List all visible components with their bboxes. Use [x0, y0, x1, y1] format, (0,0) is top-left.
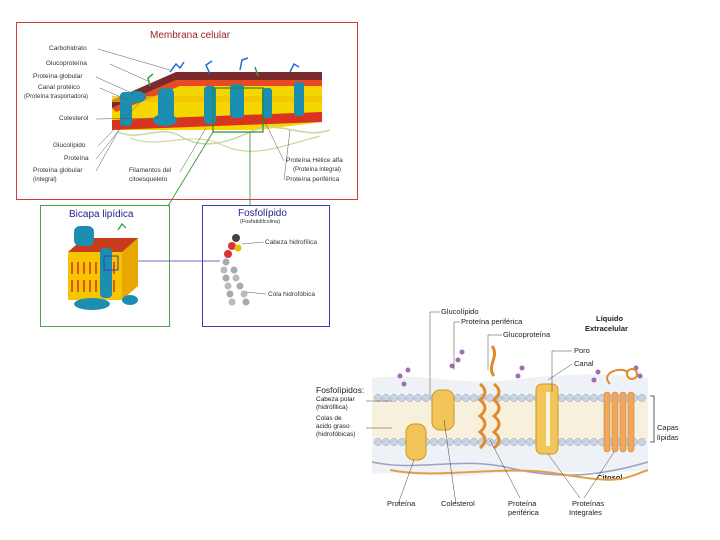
phospholipid-head-top — [390, 394, 398, 402]
label-integrales: Integrales — [569, 508, 602, 517]
top-leader-lines — [95, 48, 291, 181]
phospholipid-head-top — [422, 394, 430, 402]
phospholipid-head-top — [638, 394, 646, 402]
label-canal: Canal — [574, 359, 594, 368]
phospholipid-head-bottom — [510, 438, 518, 446]
label-fosfolipidos: Fosfolípidos: — [316, 385, 365, 395]
connector-green — [167, 131, 214, 207]
label-cola-hidrofobica: Cola hidrofóbica — [268, 291, 315, 298]
phospholipid-head-top — [558, 394, 566, 402]
label-integral: (integral) — [33, 177, 57, 183]
phospholipid-head-bottom — [462, 438, 470, 446]
phospholipid-head-top — [470, 394, 478, 402]
label-proteina-periferica: Proteína periférica — [286, 176, 340, 183]
label-glucolipido: Glucolípido — [53, 142, 86, 149]
phospholipid-panel — [202, 205, 330, 327]
label-capas: Capas — [657, 423, 679, 432]
phospholipid-head-top — [510, 394, 518, 402]
membrane-title: Membrana celular — [150, 30, 231, 41]
phospholipid-head-top — [566, 394, 574, 402]
phospholipid-head-bottom — [638, 438, 646, 446]
phospholipid-head-bottom — [558, 438, 566, 446]
phospholipid-head-bottom — [446, 438, 454, 446]
label-liquido: Líquido — [596, 314, 624, 323]
label-poro: Poro — [574, 346, 590, 355]
label-proteina-globular: Proteína globular — [33, 73, 83, 80]
label-canal-proteico: Canal protéico — [38, 84, 80, 91]
label-proteina: Proteína — [64, 155, 89, 162]
label-proteina-trasportadora: (Proteína trasportadora) — [24, 94, 89, 100]
phospholipid-title: Fosfolípido — [238, 208, 287, 219]
phospholipid-head-top — [526, 394, 534, 402]
phospholipid-head-bottom — [398, 438, 406, 446]
label-acido-graso: acido graso — [316, 423, 350, 430]
label-proteina-globular-integral: Proteína globular — [33, 167, 83, 174]
phospholipid-head-top — [462, 394, 470, 402]
label-carbohidrato: Carbohidrato — [49, 45, 87, 52]
label-lipidas: lípidas — [657, 433, 679, 442]
label-proteina-periferica-2: Proteína — [508, 499, 537, 508]
label-proteina-integral: (Proteína integral) — [293, 167, 342, 173]
bilayer-panel — [40, 205, 170, 327]
phospholipid-head-bottom — [502, 438, 510, 446]
phospholipid-head-bottom — [374, 438, 382, 446]
phospholipid-head-top — [374, 394, 382, 402]
label-periferica: periférica — [508, 508, 539, 517]
bilayer-title: Bicapa lipídica — [69, 209, 134, 220]
phospholipid-head-bottom — [430, 438, 438, 446]
phospholipid-head-bottom — [526, 438, 534, 446]
label-cabeza-hidrofilica: Cabeza hidrofílica — [265, 239, 318, 246]
label-citoesqueleto: citoesqueleto — [129, 176, 168, 183]
phospholipid-subtitle: (Fosfatidilcolina) — [240, 219, 281, 225]
phospholipid-head-top — [382, 394, 390, 402]
phospholipid-head-bottom — [390, 438, 398, 446]
phospholipid-head-top — [518, 394, 526, 402]
bilayer-cube-illustration — [68, 223, 138, 310]
label-cabeza-polar: Cabeza polar — [316, 396, 355, 403]
label-proteinas: Proteínas — [572, 499, 605, 508]
label-colas-de: Colas de — [316, 415, 342, 422]
label-colesterol-bottom: Colesterol — [441, 499, 475, 508]
phospholipid-head-bottom — [590, 438, 598, 446]
phospholipid-head-bottom — [382, 438, 390, 446]
phospholipid-head-bottom — [518, 438, 526, 446]
phospholipid-molecule-illustration — [220, 234, 267, 306]
membrane-cross-section-illustration — [371, 345, 655, 481]
membrane-slab-illustration — [112, 57, 331, 152]
phospholipid-head-top — [486, 394, 494, 402]
phospholipid-head-bottom — [566, 438, 574, 446]
phospholipid-head-bottom — [574, 438, 582, 446]
label-citosol: Citosol — [597, 473, 623, 482]
label-colesterol: Colesterol — [59, 115, 89, 122]
phospholipid-head-top — [582, 394, 590, 402]
label-glucoproteina: Glucoproteína — [46, 60, 87, 67]
label-glucoproteina-bottom: Glucoproteína — [503, 330, 551, 339]
phospholipid-head-bottom — [454, 438, 462, 446]
phospholipid-head-top — [502, 394, 510, 402]
phospholipid-head-top — [414, 394, 422, 402]
phospholipid-head-bottom — [438, 438, 446, 446]
label-hidrofilica: (hidrófilica) — [316, 404, 348, 411]
label-helice-alfa: Proteína Hélice alfa — [286, 157, 343, 164]
phospholipid-head-top — [590, 394, 598, 402]
label-glucolipido-bottom: Glucolípido — [441, 307, 479, 316]
phospholipid-head-top — [398, 394, 406, 402]
phospholipid-head-top — [406, 394, 414, 402]
membrane-diagram-panel — [16, 22, 358, 200]
bottom-leader-lines — [366, 311, 615, 505]
label-hidrofobicas: (hidrofóbicas) — [316, 431, 356, 438]
phospholipid-head-top — [454, 394, 462, 402]
label-filamentos: Filamentos del — [129, 167, 172, 174]
phospholipid-head-bottom — [470, 438, 478, 446]
label-proteina-periferica-bottom: Proteína periférica — [461, 317, 523, 326]
phospholipid-head-top — [574, 394, 582, 402]
label-extracelular: Extracelular — [585, 324, 628, 333]
phospholipid-head-bottom — [582, 438, 590, 446]
label-proteina-bottom: Proteína — [387, 499, 416, 508]
